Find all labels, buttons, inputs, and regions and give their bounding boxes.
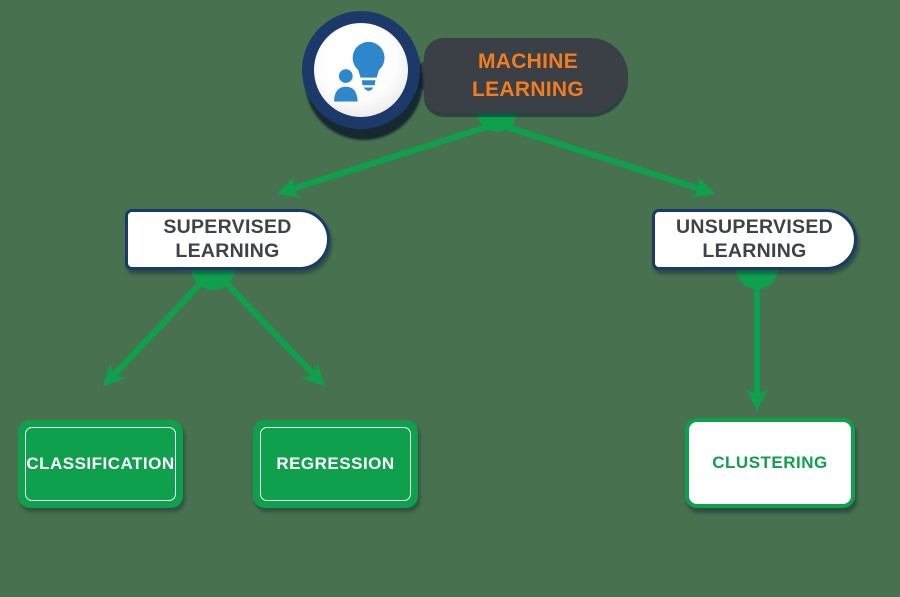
node-clustering: CLUSTERING: [685, 418, 855, 508]
machine-learning-label: MACHINE LEARNING: [471, 50, 585, 101]
classification-label: CLASSIFICATION: [26, 454, 175, 473]
lightbulb-person-icon: [331, 41, 385, 104]
edge-supervised-classification: [103, 280, 204, 387]
unsupervised-stub: [736, 268, 778, 289]
node-classification: CLASSIFICATION: [18, 420, 183, 508]
regression-label: REGRESSION: [276, 454, 395, 473]
machine-learning-badge: [302, 11, 420, 129]
edge-supervised-regression: [223, 280, 325, 387]
node-machine-learning: MACHINE LEARNING: [408, 38, 628, 113]
unsupervised-learning-label: UNSUPERVISED LEARNING: [675, 216, 834, 262]
node-supervised-learning: SUPERVISED LEARNING: [125, 209, 330, 270]
badge-inner-disc: [314, 23, 408, 117]
supervised-learning-label: SUPERVISED LEARNING: [163, 216, 292, 262]
edge-root-unsupervised: [503, 123, 716, 198]
clustering-label: CLUSTERING: [712, 453, 828, 472]
edge-root-supervised: [276, 123, 491, 198]
node-regression: REGRESSION: [253, 420, 418, 508]
node-unsupervised-learning: UNSUPERVISED LEARNING: [652, 209, 857, 270]
